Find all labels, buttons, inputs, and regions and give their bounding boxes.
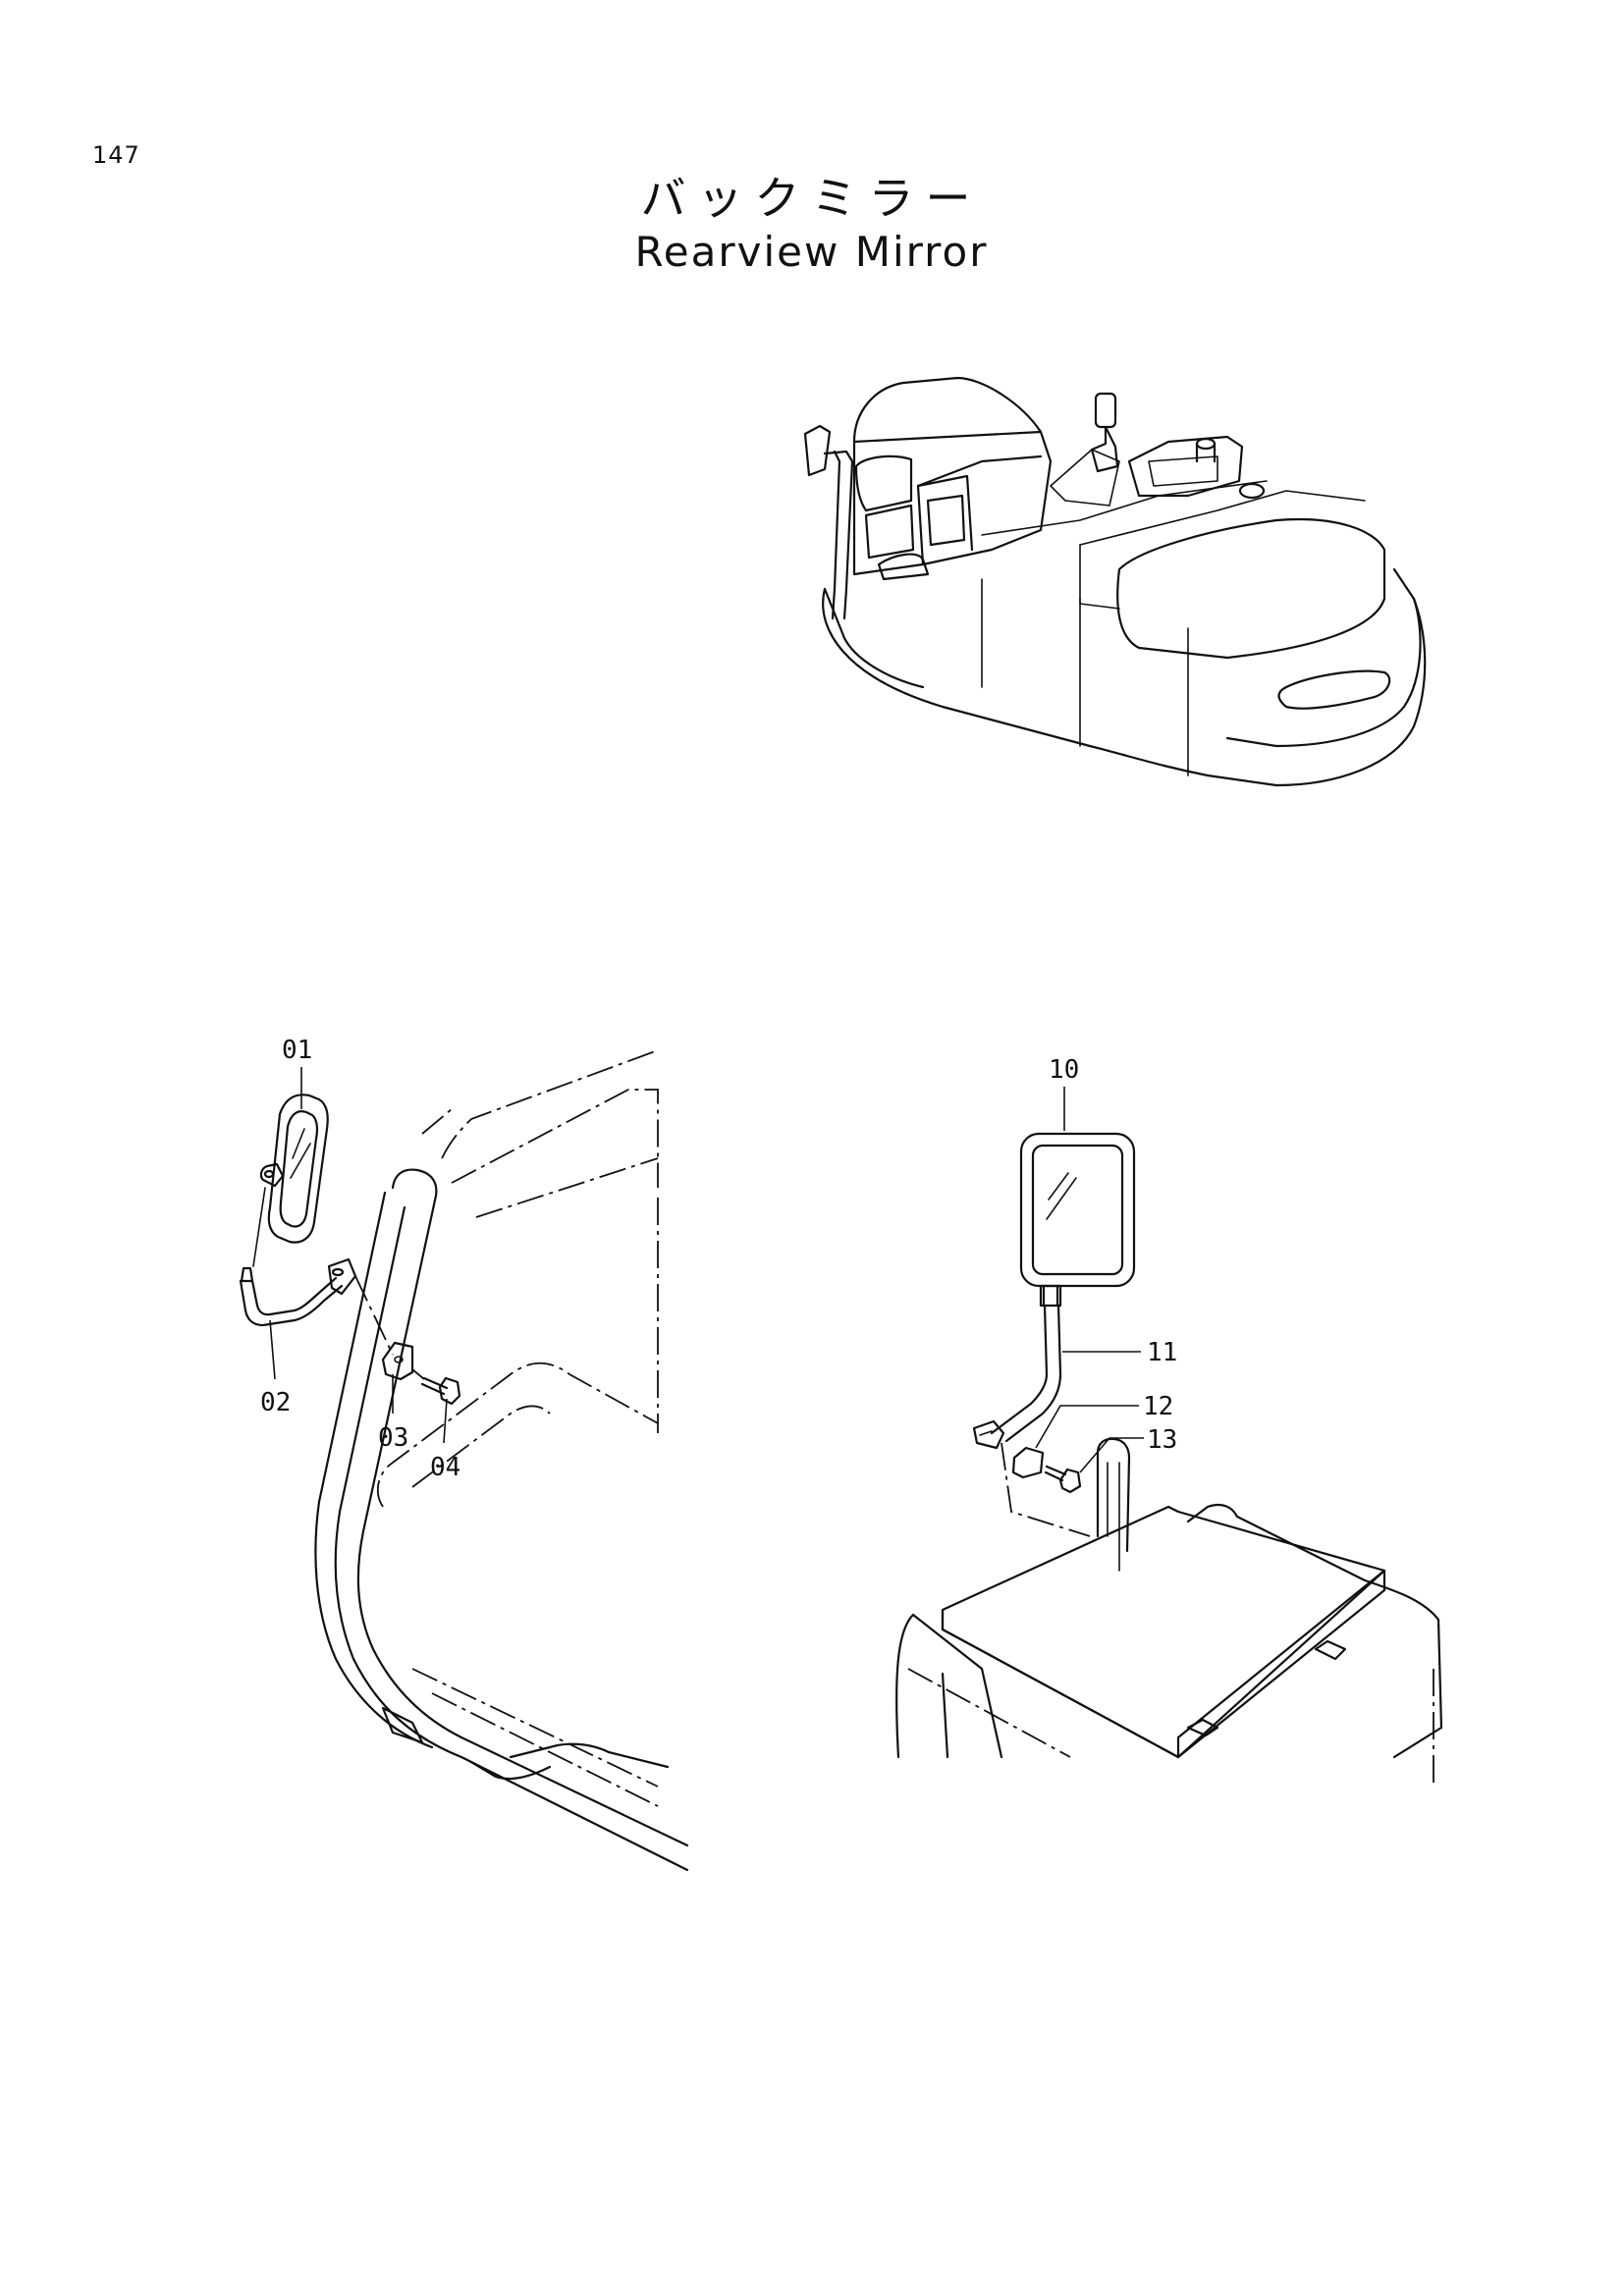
callout-11: 11 <box>1147 1338 1177 1367</box>
callout-02: 02 <box>260 1388 291 1417</box>
callout-04: 04 <box>430 1453 460 1482</box>
page-title-japanese: バックミラー <box>640 172 983 225</box>
page-title-english: Rearview Mirror <box>634 228 989 276</box>
callout-10: 10 <box>1049 1055 1079 1085</box>
callout-01: 01 <box>282 1036 312 1065</box>
excavator-overview-illustration <box>803 376 1427 787</box>
callout-03: 03 <box>378 1423 408 1453</box>
callout-labels: 01 02 03 04 10 11 12 13 <box>260 1036 1177 1482</box>
right-mirror-detail-illustration <box>895 1132 1443 1787</box>
page-number: 147 <box>92 141 140 169</box>
callout-13: 13 <box>1147 1425 1177 1455</box>
callout-12: 12 <box>1143 1392 1173 1421</box>
left-mirror-detail-illustration <box>239 1049 689 1872</box>
callout-leaders <box>269 1067 1144 1473</box>
